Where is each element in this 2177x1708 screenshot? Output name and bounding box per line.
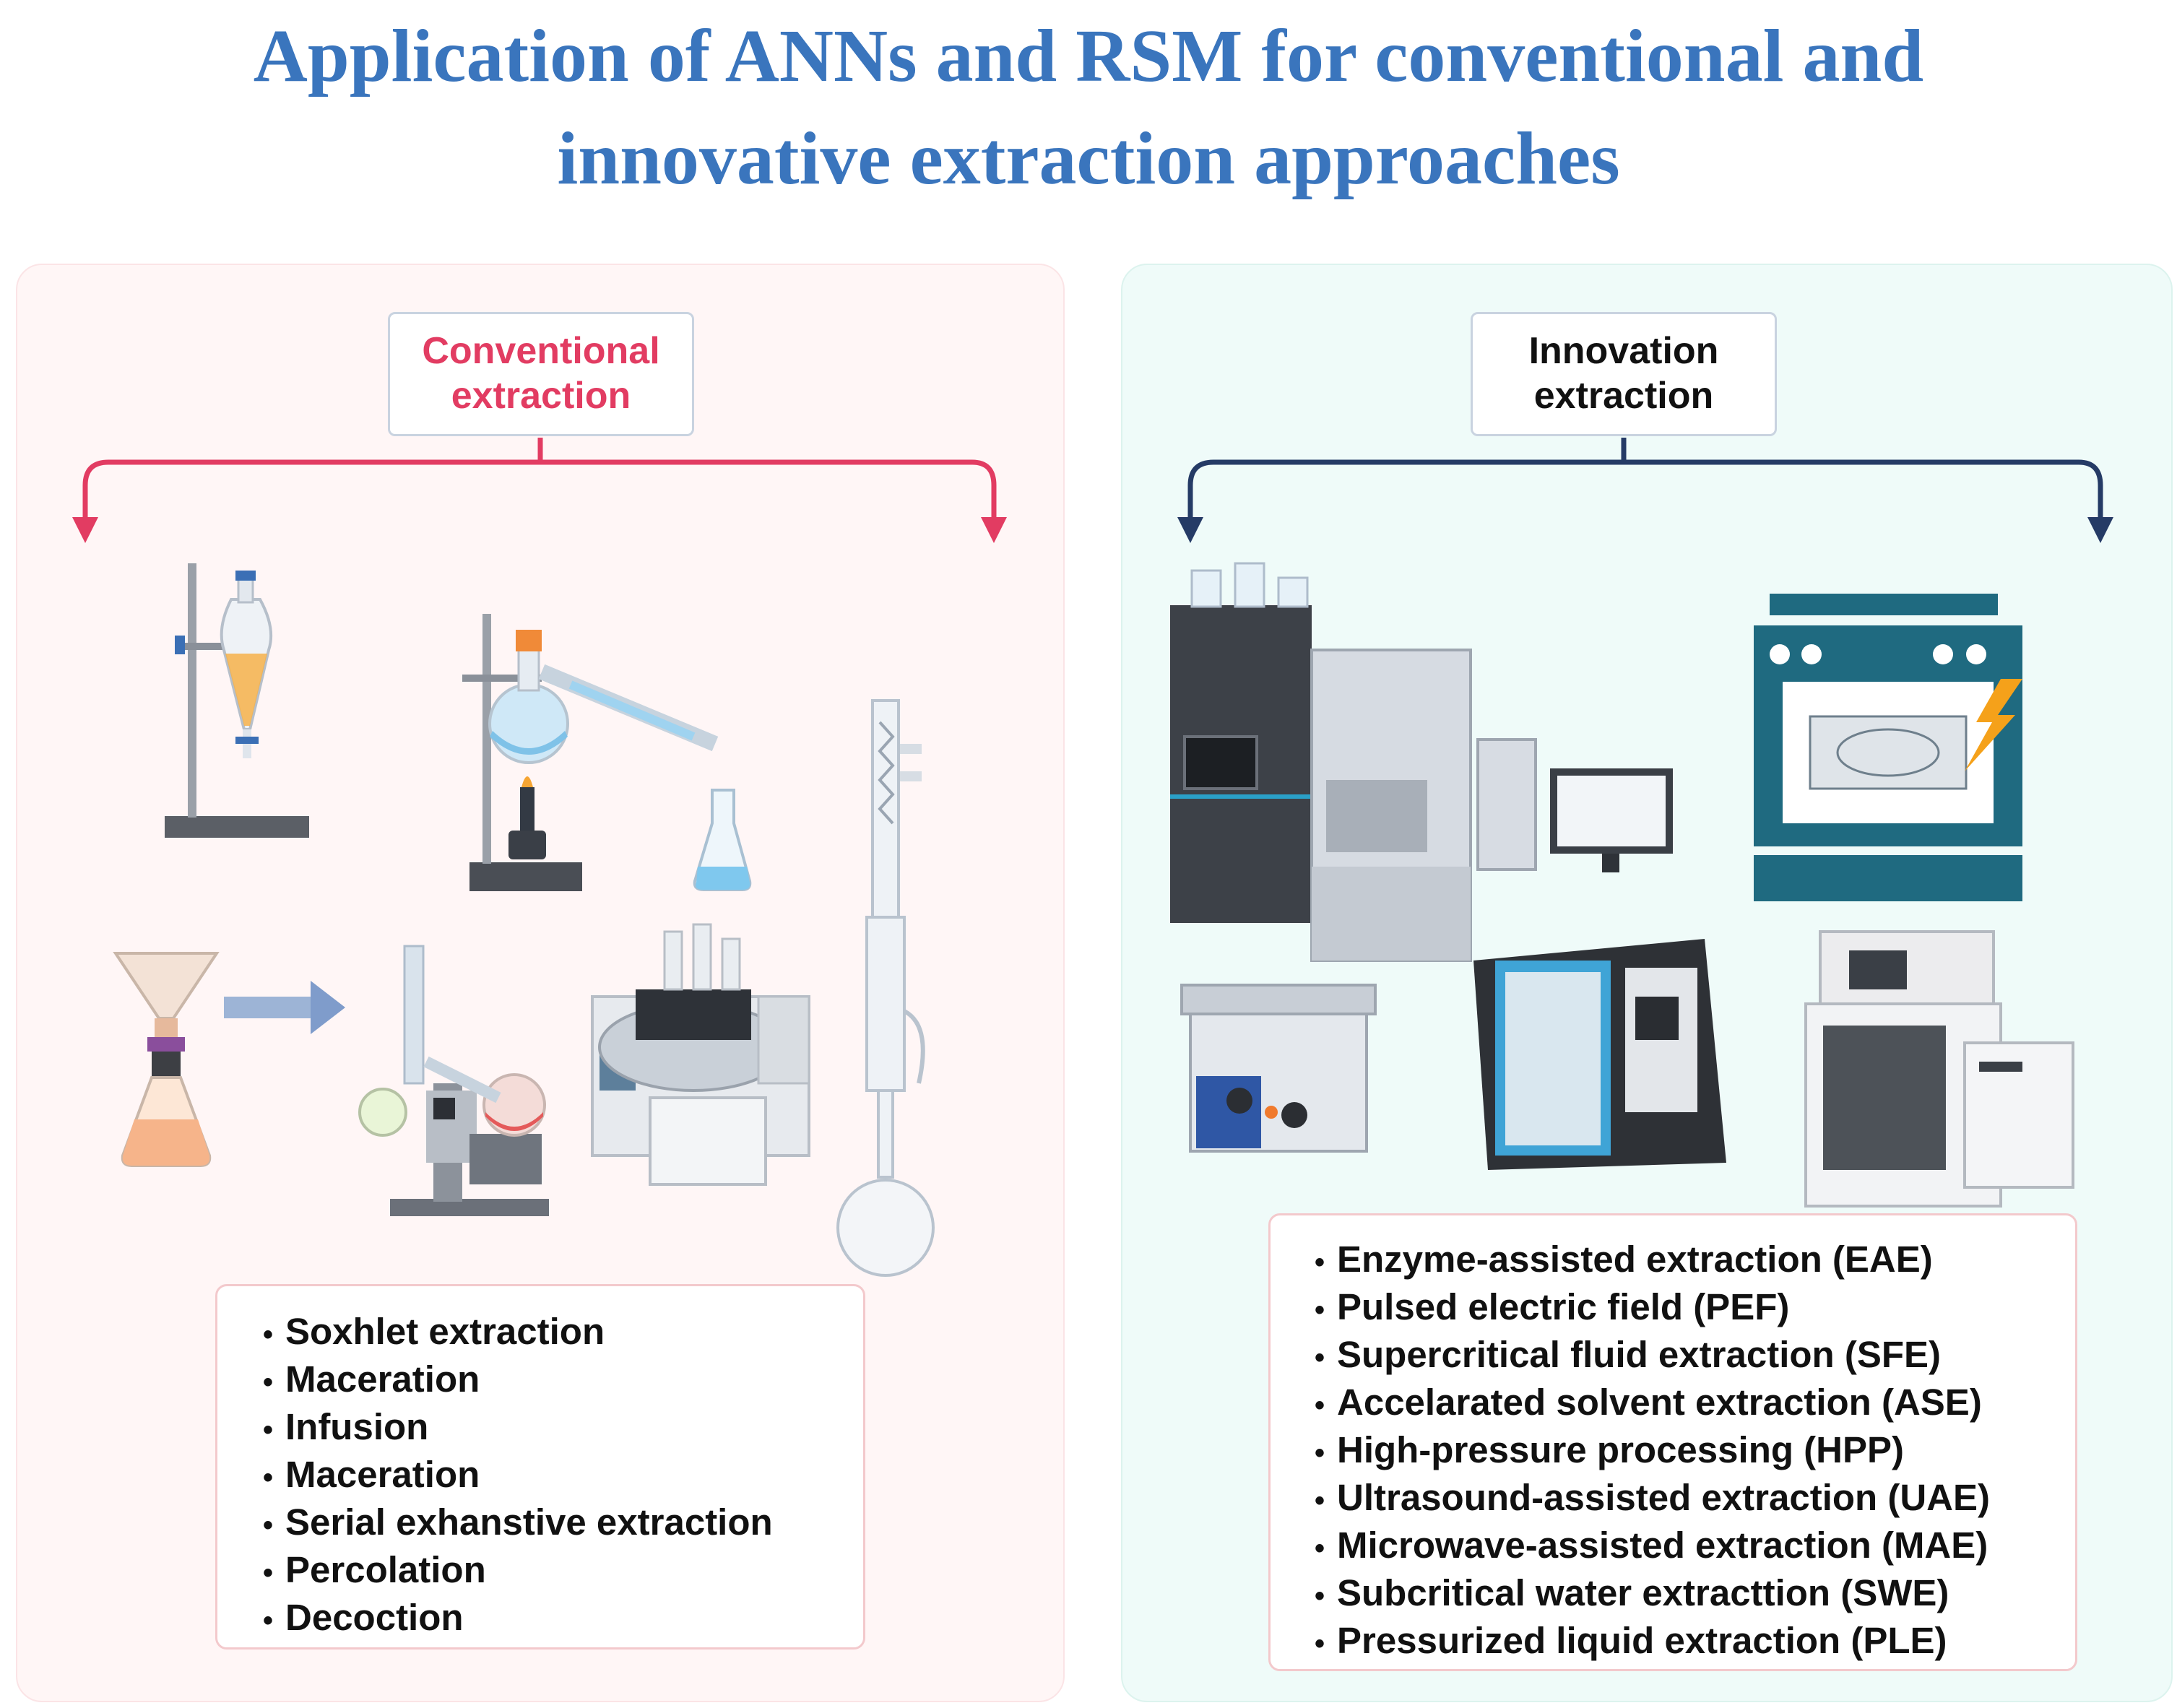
pressurized-extractor-icon — [1473, 939, 1726, 1170]
rotary-evaporator-icon — [358, 945, 549, 1216]
process-arrow-icon — [224, 981, 345, 1034]
conventional-branch-arrow — [72, 438, 1007, 543]
conventional-heading-line-1: Conventional — [422, 330, 660, 372]
list-item: Serial exhanstive extraction — [255, 1500, 863, 1548]
conventional-heading-line-2: extraction — [451, 375, 631, 417]
hplc-system-icon — [1170, 562, 1472, 962]
innovation-branch-arrow — [1177, 438, 2113, 543]
computer-icon — [1476, 738, 1673, 872]
soxhlet-extractor-icon — [836, 699, 935, 1277]
list-item: Pulsed electric field (PEF) — [1307, 1285, 2075, 1332]
conventional-heading-box: Conventional extraction — [388, 312, 694, 436]
list-item: Enzyme-assisted extraction (EAE) — [1307, 1237, 2075, 1285]
list-item: Subcritical water extracttion (SWE) — [1307, 1571, 2075, 1618]
distillation-apparatus-icon — [462, 614, 719, 891]
list-item: Pressurized liquid extraction (PLE) — [1307, 1618, 2075, 1666]
list-item: Maceration — [255, 1452, 863, 1500]
automated-extractor-icon — [591, 923, 810, 1186]
separatory-funnel-icon — [165, 563, 309, 838]
list-item: Infusion — [255, 1405, 863, 1452]
innovation-heading-box: Innovation extraction — [1471, 312, 1777, 436]
list-item: Percolation — [255, 1548, 863, 1595]
list-item: High-pressure processing (HPP) — [1307, 1428, 2075, 1475]
list-item: Soxhlet extraction — [255, 1309, 863, 1357]
conventional-methods-list: Soxhlet extraction Maceration Infusion M… — [255, 1309, 863, 1643]
page-title-line-2: innovative extraction approaches — [557, 117, 1620, 200]
page-title-line-1: Application of ANNs and RSM for conventi… — [253, 14, 1924, 97]
filtration-funnel-icon — [113, 952, 220, 1167]
list-item: Decoction — [255, 1595, 863, 1643]
ultrasonic-bath-icon — [1180, 984, 1377, 1153]
conventional-methods-box: Soxhlet extraction Maceration Infusion M… — [215, 1284, 865, 1650]
microwave-oven-icon — [1754, 594, 2022, 901]
list-item: Accelarated solvent extraction (ASE) — [1307, 1380, 2075, 1428]
innovation-methods-list: Enzyme-assisted extraction (EAE) Pulsed … — [1307, 1237, 2075, 1666]
innovation-methods-box: Enzyme-assisted extraction (EAE) Pulsed … — [1268, 1213, 2077, 1671]
list-item: Ultrasound-assisted extraction (UAE) — [1307, 1475, 2075, 1523]
list-item: Microwave-assisted extraction (MAE) — [1307, 1523, 2075, 1571]
innovation-heading-line-2: extraction — [1533, 375, 1714, 417]
erlenmeyer-flask-icon — [693, 789, 752, 891]
innovation-heading-line-1: Innovation — [1528, 330, 1719, 372]
list-item: Maceration — [255, 1357, 863, 1405]
microwave-extractor-icon — [1804, 930, 2074, 1208]
list-item: Supercritical fluid extraction (SFE) — [1307, 1332, 2075, 1380]
